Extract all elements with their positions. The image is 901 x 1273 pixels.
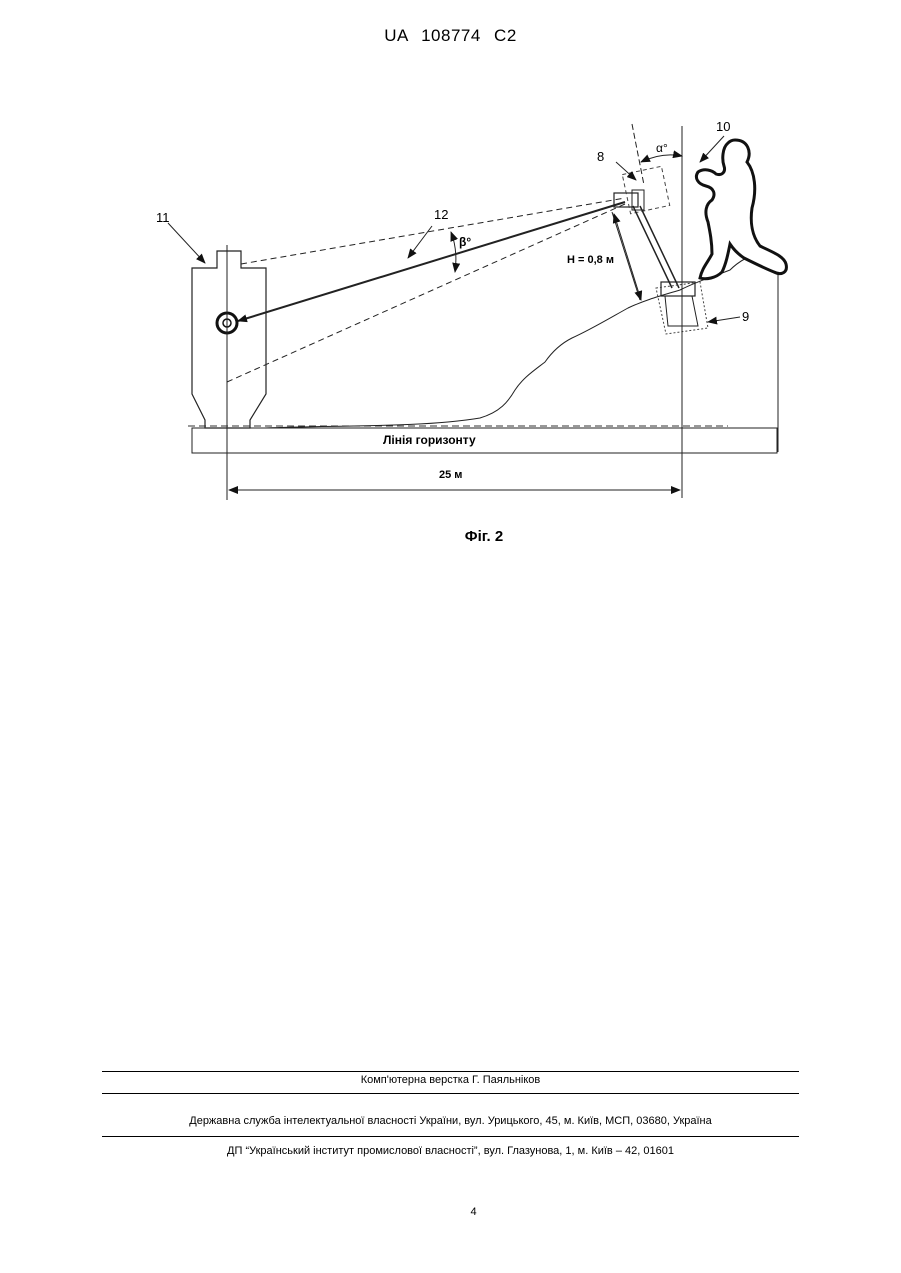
label-sight-device: 8: [597, 149, 604, 164]
footer-institute: ДП “Український інститут промислової вла…: [102, 1145, 799, 1157]
label-angle-alpha: α°: [656, 141, 668, 155]
label-base-unit: 9: [742, 309, 749, 324]
label-operator: 10: [716, 119, 730, 134]
footer-agency: Державна служба інтелектуальної власност…: [102, 1115, 799, 1127]
operator-silhouette: [696, 140, 786, 279]
leader-lines: [168, 136, 740, 322]
label-sight-line: 12: [434, 207, 448, 222]
figure-2-diagram: 11 12 8 10 9 α° β° H = 0,8 м Лінія гориз…: [0, 0, 901, 560]
label-height: H = 0,8 м: [567, 254, 614, 266]
footer-divider: [102, 1093, 799, 1094]
target-silhouette: [192, 245, 266, 500]
vertical-reference: [632, 124, 682, 498]
label-target: 11: [156, 210, 170, 225]
beta-angle-arc: [451, 232, 456, 272]
sight-lines: [227, 198, 625, 382]
footer-divider: [102, 1136, 799, 1137]
figure-caption: Фіг. 2: [0, 528, 901, 545]
page-number: 4: [0, 1206, 901, 1218]
label-horizon: Лінія горизонту: [383, 433, 476, 447]
horizon-band: [188, 426, 777, 453]
terrain-line: [265, 252, 778, 452]
height-dimension: [614, 214, 641, 300]
footer-typesetting: Комп'ютерна верстка Г. Паяльніков: [102, 1074, 799, 1086]
label-angle-beta: β°: [459, 235, 471, 249]
label-distance: 25 м: [439, 469, 462, 481]
footer-divider: [102, 1071, 799, 1072]
